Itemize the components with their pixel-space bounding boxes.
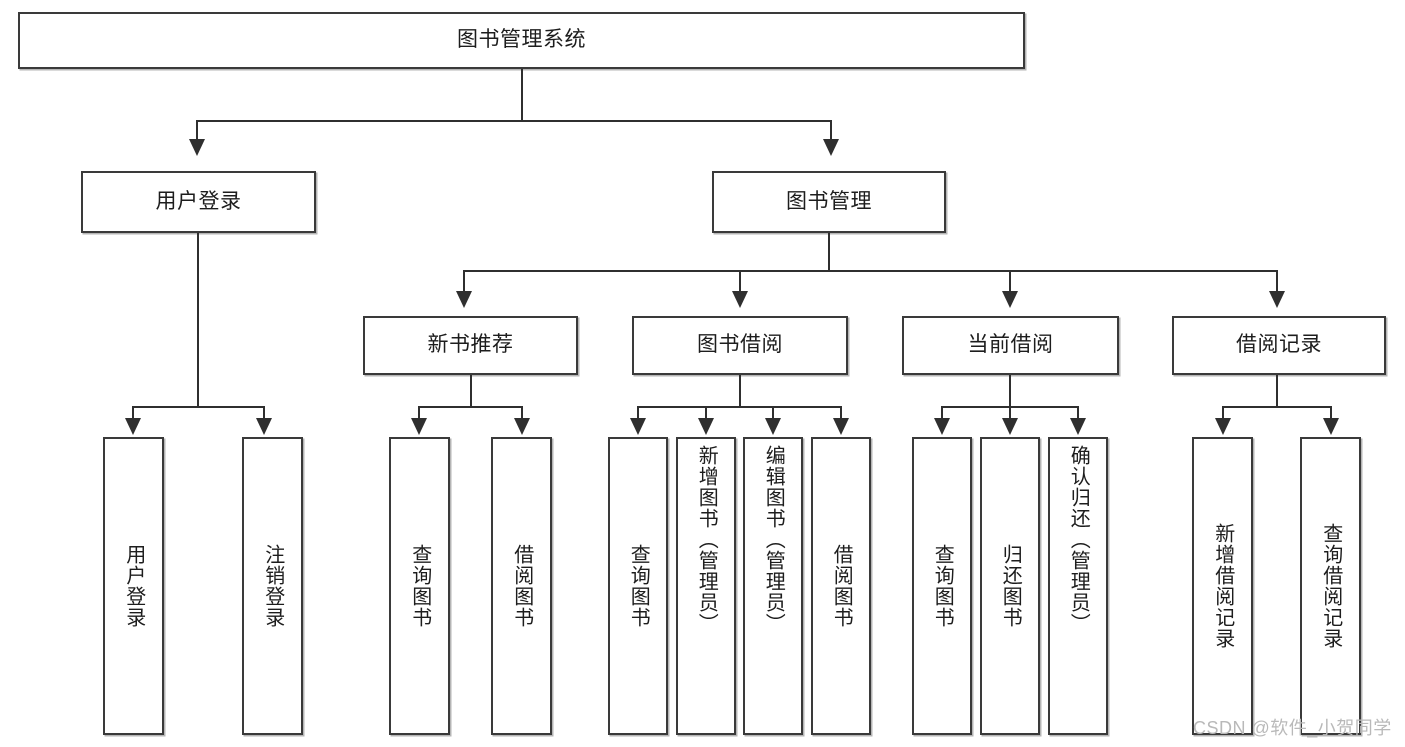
connector-level3-drop-1: [463, 270, 465, 292]
connector-level3-drop-4: [1276, 270, 1278, 292]
arrow-to-book-borrow-leaf-1: [630, 418, 646, 435]
leaf-query-book[interactable]: 查询图书: [608, 437, 668, 735]
node-label: 新增借阅记录: [1211, 523, 1234, 649]
leaf-query-book-recommend[interactable]: 查询图书: [389, 437, 450, 735]
node-label: 图书管理: [786, 189, 872, 213]
connector-borrow-record-bus: [1222, 406, 1332, 408]
node-root-book-management-system[interactable]: 图书管理系统: [18, 12, 1025, 69]
connector-current-borrow-drop-3: [1077, 406, 1079, 419]
node-current-borrow[interactable]: 当前借阅: [902, 316, 1119, 375]
node-label: 借阅图书: [510, 544, 533, 628]
node-label: 查询借阅记录: [1319, 523, 1342, 649]
arrow-to-borrow-record-leaf-1: [1215, 418, 1231, 435]
connector-user-login-drop-2: [263, 406, 265, 419]
node-label: 查询图书: [408, 544, 431, 628]
node-label: 新书推荐: [427, 333, 514, 357]
connector-book-borrow-drop-1: [637, 406, 639, 419]
node-label: 当前借阅: [967, 333, 1054, 357]
node-label: 注销登录: [261, 544, 284, 628]
connector-level2-drop-right: [830, 120, 832, 141]
arrow-to-book-borrow-leaf-2: [698, 418, 714, 435]
connector-book-borrow-drop-4: [840, 406, 842, 419]
connector-book-borrow-bus: [637, 406, 842, 408]
arrow-to-book-borrow: [732, 291, 748, 308]
connector-borrow-record-stem: [1276, 375, 1278, 408]
node-label: 用户登录: [122, 544, 145, 628]
connector-current-borrow-drop-2: [1009, 406, 1011, 419]
arrow-to-borrow-record-leaf-2: [1323, 418, 1339, 435]
arrow-to-new-book-recommend: [456, 291, 472, 308]
node-label: 编辑图书（管理员）: [762, 445, 785, 634]
arrow-to-new-book-leaf-1: [411, 418, 427, 435]
leaf-query-borrow-record[interactable]: 查询借阅记录: [1300, 437, 1361, 735]
node-label: 图书借阅: [697, 333, 783, 357]
arrow-to-current-borrow-leaf-3: [1070, 418, 1086, 435]
node-label: 归还图书: [999, 544, 1022, 628]
connector-borrow-record-drop-2: [1330, 406, 1332, 419]
connector-new-book-stem: [470, 375, 472, 408]
connector-current-borrow-drop-1: [941, 406, 943, 419]
connector-new-book-drop-2: [521, 406, 523, 419]
connector-level2-bus: [196, 120, 832, 122]
csdn-watermark: CSDN @软件_小贺同学: [1193, 718, 1392, 738]
connector-level3-drop-3: [1009, 270, 1011, 292]
connector-borrow-record-drop-1: [1222, 406, 1224, 419]
connector-book-borrow-stem: [739, 375, 741, 408]
node-user-login[interactable]: 用户登录: [81, 171, 316, 233]
node-book-borrow[interactable]: 图书借阅: [632, 316, 848, 375]
leaf-query-book-current[interactable]: 查询图书: [912, 437, 972, 735]
arrow-to-current-borrow-leaf-2: [1002, 418, 1018, 435]
connector-current-borrow-stem: [1009, 375, 1011, 408]
connector-level3-bus: [463, 270, 1278, 272]
connector-level3-drop-2: [739, 270, 741, 292]
leaf-add-book-admin[interactable]: 新增图书（管理员）: [676, 437, 736, 735]
connector-user-login-stem: [197, 233, 199, 407]
node-book-management[interactable]: 图书管理: [712, 171, 946, 233]
connector-root-stem: [521, 69, 523, 121]
connector-new-book-bus: [418, 406, 523, 408]
arrow-to-borrow-record: [1269, 291, 1285, 308]
leaf-edit-book-admin[interactable]: 编辑图书（管理员）: [743, 437, 803, 735]
node-label: 查询图书: [627, 544, 650, 628]
leaf-borrow-book[interactable]: 借阅图书: [811, 437, 871, 735]
node-borrow-record[interactable]: 借阅记录: [1172, 316, 1386, 375]
arrow-to-current-borrow: [1002, 291, 1018, 308]
node-label: 查询图书: [931, 544, 954, 628]
node-label: 新增图书（管理员）: [695, 445, 718, 634]
connector-book-borrow-drop-3: [772, 406, 774, 419]
arrow-to-book-borrow-leaf-4: [833, 418, 849, 435]
node-label: 确认归还（管理员）: [1067, 445, 1090, 634]
leaf-confirm-return-admin[interactable]: 确认归还（管理员）: [1048, 437, 1108, 735]
arrow-to-logout-leaf: [256, 418, 272, 435]
arrow-to-book-borrow-leaf-3: [765, 418, 781, 435]
leaf-return-book[interactable]: 归还图书: [980, 437, 1040, 735]
arrow-to-current-borrow-leaf-1: [934, 418, 950, 435]
node-new-book-recommend[interactable]: 新书推荐: [363, 316, 578, 375]
node-label: 借阅记录: [1236, 333, 1322, 357]
connector-new-book-drop-1: [418, 406, 420, 419]
node-label: 借阅图书: [830, 544, 853, 628]
connector-user-login-drop-1: [132, 406, 134, 419]
leaf-add-borrow-record[interactable]: 新增借阅记录: [1192, 437, 1253, 735]
leaf-logout[interactable]: 注销登录: [242, 437, 303, 735]
connector-level2-drop-left: [196, 120, 198, 141]
leaf-borrow-book-recommend[interactable]: 借阅图书: [491, 437, 552, 735]
arrow-to-new-book-leaf-2: [514, 418, 530, 435]
node-label: 用户登录: [155, 189, 242, 213]
leaf-user-login[interactable]: 用户登录: [103, 437, 164, 735]
arrow-to-user-login-leaf: [125, 418, 141, 435]
connector-book-borrow-drop-2: [705, 406, 707, 419]
arrow-to-book-management: [823, 139, 839, 156]
node-label: 图书管理系统: [457, 28, 586, 52]
connector-user-login-bus: [132, 406, 264, 408]
connector-book-management-stem: [828, 233, 830, 271]
arrow-to-user-login: [189, 139, 205, 156]
